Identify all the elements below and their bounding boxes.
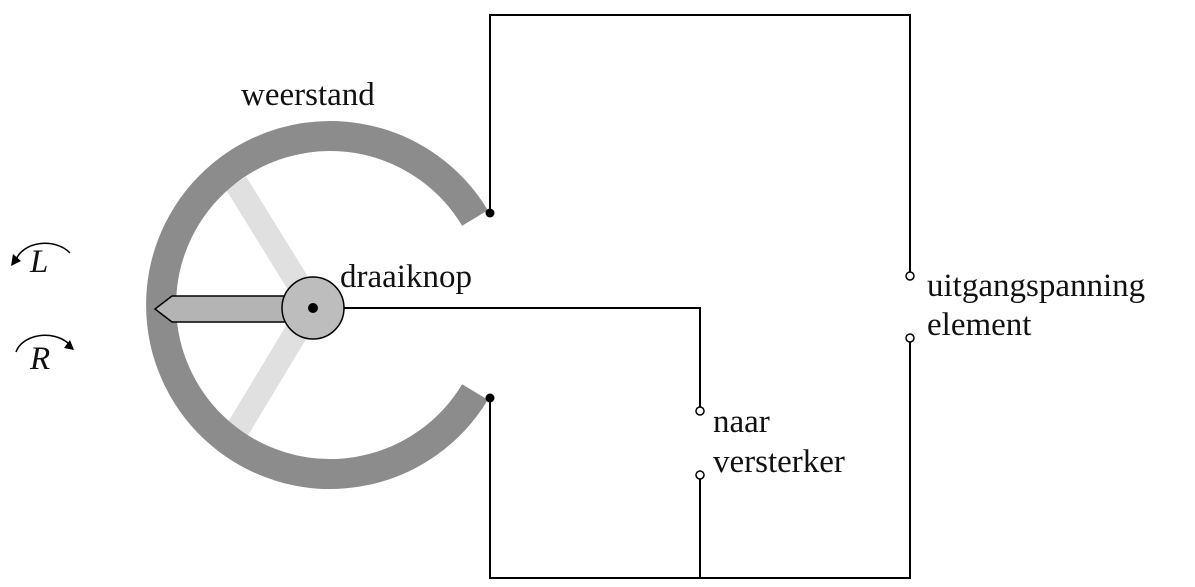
knob-center-dot <box>308 303 318 313</box>
rotate-right-arrowhead-icon <box>64 340 74 350</box>
rotate-right-arrow-icon <box>15 334 69 353</box>
rotate-left-indicator: L <box>11 242 71 280</box>
wiper-pointer <box>153 295 301 323</box>
resistor-bottom-contact <box>485 393 495 403</box>
knob-label: draaiknop <box>340 259 472 295</box>
rotate-left-arrow-icon <box>15 242 71 261</box>
rotate-left-label: L <box>29 244 48 280</box>
rotate-right-indicator: R <box>15 334 74 377</box>
circuit-wires <box>313 14 911 579</box>
resistor-top-contact <box>485 208 495 218</box>
element-output-terminal-bottom <box>905 333 915 343</box>
resistor-label: weerstand <box>241 77 375 113</box>
rotate-right-label: R <box>29 341 50 377</box>
wire-top-loop <box>489 14 911 272</box>
amplifier-terminal-bottom <box>695 470 705 480</box>
amplifier-terminal-top <box>695 406 705 416</box>
element-output-label: uitgangspanning element <box>927 268 1153 343</box>
element-output-terminal-top <box>905 271 915 281</box>
amplifier-label: naar versterker <box>713 404 845 480</box>
rotate-left-arrowhead-icon <box>11 254 21 266</box>
wire-wiper-to-amplifier <box>313 307 701 407</box>
